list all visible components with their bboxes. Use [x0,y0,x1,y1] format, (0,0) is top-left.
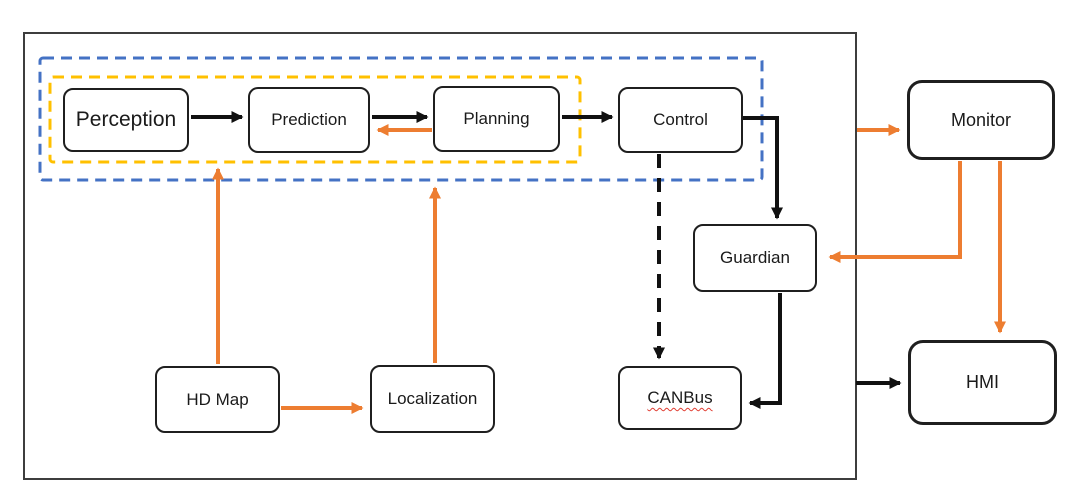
node-prediction-label: Prediction [271,110,347,129]
node-hd-map: HD Map [155,366,280,433]
node-monitor-label: Monitor [950,109,1012,130]
node-perception-label: Perception [75,108,177,131]
node-canbus-label: CANBus [647,388,713,407]
yellow-dashed-group-box [48,75,582,164]
node-prediction: Prediction [248,87,370,153]
node-guardian: Guardian [693,224,817,292]
node-control-label: Control [653,110,708,129]
node-hmi: HMI [908,340,1057,425]
node-planning: Planning [433,86,560,152]
node-perception: Perception [63,88,189,152]
node-monitor: Monitor [907,80,1055,160]
arrow-guardian-to-canbus [748,293,782,409]
node-control: Control [618,87,743,153]
node-planning-label: Planning [463,109,530,128]
node-hd-map-label: HD Map [186,389,249,409]
node-localization-label: Localization [387,389,478,408]
node-localization: Localization [370,365,495,433]
arrow-monitor-to-guardian [828,161,962,263]
node-canbus: CANBus [618,366,742,430]
arrow-control-to-guardian [743,116,783,220]
node-guardian-label: Guardian [720,248,790,267]
node-hmi-label: HMI [966,372,999,392]
